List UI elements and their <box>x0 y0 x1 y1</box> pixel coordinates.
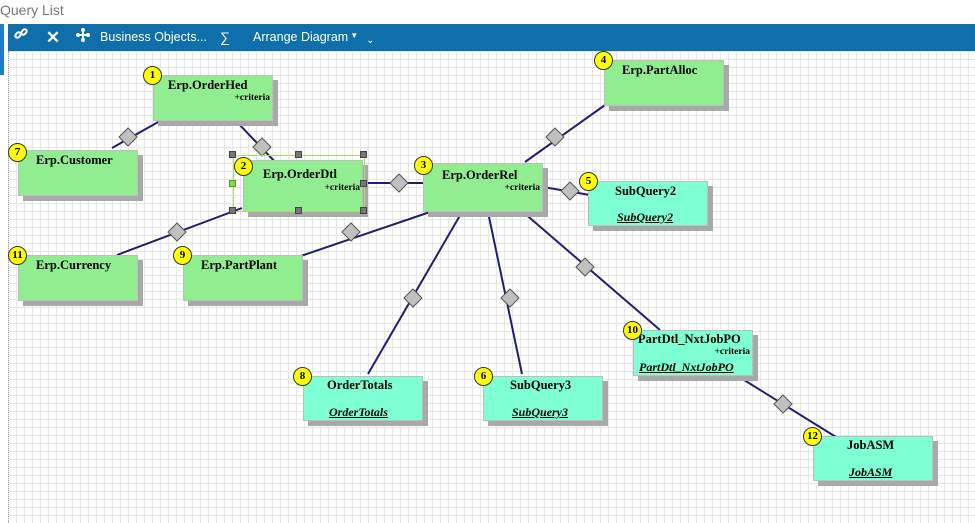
table-node-currency[interactable]: Erp.Currency <box>18 255 138 301</box>
panel-title: Query List <box>0 2 64 18</box>
table-node-orderrel[interactable]: Erp.OrderRel +criteria <box>423 163 543 212</box>
node-name: Erp.OrderDtl <box>263 167 337 181</box>
join-diamond-icon <box>403 288 423 308</box>
resize-handle[interactable] <box>360 180 367 187</box>
overflow-chevron-icon: ⌄ <box>366 35 375 46</box>
business-objects-button[interactable]: Business Objects... <box>72 24 207 51</box>
node-number-badge: 11 <box>8 246 27 265</box>
node-criteria: +criteria <box>714 347 750 357</box>
subquery-link[interactable]: SubQuery3 <box>512 405 569 419</box>
subquery-node-partdtl-nxtjobpo[interactable]: PartDtl_NxtJobPO +criteria PartDtl_NxtJo… <box>633 330 753 376</box>
link-button[interactable] <box>10 24 32 51</box>
node-criteria: +criteria <box>234 93 270 103</box>
node-number-badge: 12 <box>803 427 822 446</box>
sum-button[interactable]: ∑ <box>220 24 230 51</box>
node-number-badge: 5 <box>579 172 598 191</box>
table-node-orderdtl[interactable]: Erp.OrderDtl +criteria <box>243 160 363 212</box>
resize-handle[interactable] <box>229 207 236 214</box>
link-icon <box>10 24 32 51</box>
link-orderrel-subquery3 <box>487 211 523 375</box>
node-name: Erp.Customer <box>36 153 113 167</box>
table-node-orderhed[interactable]: Erp.OrderHed +criteria <box>153 75 273 121</box>
resize-handle[interactable] <box>360 207 367 214</box>
join-diamond-icon <box>773 394 793 414</box>
node-number-badge: 10 <box>623 321 642 340</box>
node-number-badge: 6 <box>474 367 493 386</box>
join-diamond-icon <box>118 127 138 147</box>
node-name: Erp.PartPlant <box>201 258 278 272</box>
join-diamond-icon <box>252 137 272 157</box>
node-name: SubQuery2 <box>615 184 677 198</box>
node-criteria: +criteria <box>504 183 540 193</box>
subquery-link[interactable]: OrderTotals <box>329 405 388 419</box>
table-node-customer[interactable]: Erp.Customer <box>18 150 138 196</box>
node-name: Erp.OrderRel <box>442 168 518 182</box>
link-orderrel-partdtl <box>522 211 661 331</box>
node-number-badge: 8 <box>293 367 312 386</box>
subquery-node-ordertotals[interactable]: OrderTotals OrderTotals <box>303 376 423 421</box>
table-node-partplant[interactable]: Erp.PartPlant <box>183 255 303 301</box>
node-number-badge: 1 <box>143 66 162 85</box>
caret-down-icon: ▼ <box>350 31 359 40</box>
join-diamond-icon <box>545 127 565 147</box>
arrange-diagram-label: Arrange Diagram <box>253 30 349 44</box>
subquery-link[interactable]: JobASM <box>849 465 893 479</box>
join-diamond-icon <box>341 222 361 242</box>
table-node-partalloc[interactable]: Erp.PartAlloc <box>604 60 724 106</box>
resize-handle[interactable] <box>229 151 236 158</box>
node-name: Erp.PartAlloc <box>622 63 698 77</box>
node-number-badge: 2 <box>234 157 253 176</box>
canvas-left-border <box>8 51 10 523</box>
subquery-node-subquery2[interactable]: SubQuery2 SubQuery2 <box>588 181 708 226</box>
node-number-badge: 4 <box>594 51 613 70</box>
arrange-diagram-dropdown[interactable]: Arrange Diagram ▼ ⌄ <box>253 24 375 51</box>
node-number-badge: 9 <box>173 246 192 265</box>
node-name: Erp.Currency <box>36 258 112 272</box>
resize-handle[interactable] <box>229 180 236 187</box>
delete-button[interactable]: ✕ <box>42 24 64 51</box>
subquery-link[interactable]: SubQuery2 <box>617 210 674 224</box>
link-orderrel-partalloc <box>524 104 606 163</box>
resize-handle[interactable] <box>295 207 302 214</box>
join-diamond-icon <box>500 288 520 308</box>
node-criteria: +criteria <box>324 183 360 193</box>
node-name: Erp.OrderHed <box>168 78 248 92</box>
move-arrows-icon <box>72 24 94 51</box>
left-accent-strip <box>0 24 4 75</box>
node-name: PartDtl_NxtJobPO <box>638 332 741 346</box>
subquery-node-subquery3[interactable]: SubQuery3 SubQuery3 <box>483 376 603 421</box>
node-name: SubQuery3 <box>510 378 572 392</box>
node-number-badge: 3 <box>414 156 433 175</box>
sum-icon: ∑ <box>220 29 230 45</box>
business-objects-label: Business Objects... <box>100 30 207 44</box>
node-name: OrderTotals <box>327 378 393 392</box>
subquery-link[interactable]: PartDtl_NxtJobPO <box>639 360 734 374</box>
link-orderhed-customer <box>111 120 161 149</box>
link-orderrel-partplant <box>294 211 431 259</box>
subquery-node-jobasm[interactable]: JobASM JobASM <box>813 436 933 481</box>
resize-handle[interactable] <box>295 151 302 158</box>
join-diamond-icon <box>167 222 187 242</box>
join-diamond-icon <box>575 257 595 277</box>
resize-handle[interactable] <box>360 151 367 158</box>
node-name: JobASM <box>847 438 895 452</box>
join-diamond-icon <box>560 181 580 201</box>
close-icon: ✕ <box>45 28 61 47</box>
join-diamond-icon <box>389 173 409 193</box>
node-number-badge: 7 <box>8 143 27 162</box>
